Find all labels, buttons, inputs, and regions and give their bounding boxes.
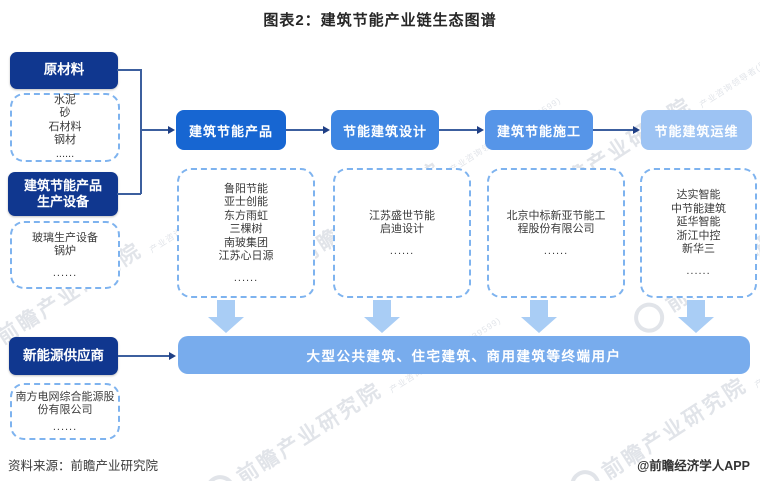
- ellipsis-label: ......: [543, 244, 569, 257]
- ring-logo-icon: [628, 296, 670, 339]
- ellipsis-label: ......: [52, 420, 78, 433]
- flow-box-operation: 节能建筑运维: [641, 110, 752, 150]
- ring-logo-icon: [199, 469, 241, 481]
- company-list: 北京中标新亚节能工程股份有限公司: [506, 209, 606, 236]
- down-arrow-icon: [208, 300, 244, 334]
- connector-line: [140, 129, 169, 131]
- company-box: 江苏盛世节能 启迪设计 ......: [333, 168, 471, 298]
- connector-line: [117, 193, 141, 195]
- raw-materials-box: 原材料: [10, 52, 118, 89]
- company-list: 江苏盛世节能 启迪设计: [369, 209, 435, 236]
- ellipsis-label: ......: [52, 266, 78, 279]
- arrowhead-icon: [323, 126, 330, 134]
- page-title: 图表2：建筑节能产业链生态图谱: [263, 12, 497, 29]
- flow-box-products: 建筑节能产品: [176, 110, 286, 150]
- arrowhead-icon: [168, 126, 175, 134]
- company-box: 北京中标新亚节能工程股份有限公司 ......: [487, 168, 625, 298]
- energy-supplier-list: 南方电网综合能源股份有限公司: [15, 390, 115, 417]
- raw-materials-list: 水泥 砂 石材料 钢材 ......: [48, 93, 82, 160]
- ellipsis-label: ......: [389, 244, 415, 257]
- connector-line: [286, 129, 324, 131]
- connector-line: [117, 69, 141, 71]
- arrowhead-icon: [477, 126, 484, 134]
- down-arrow-icon: [521, 300, 557, 334]
- ring-logo-icon: [564, 464, 606, 481]
- flow-box-design: 节能建筑设计: [331, 110, 439, 150]
- energy-supplier-list-box: 南方电网综合能源股份有限公司 ......: [10, 383, 120, 440]
- connector-line: [118, 355, 170, 357]
- arrowhead-icon: [169, 352, 176, 360]
- equipment-box: 建筑节能产品 生产设备: [8, 172, 118, 216]
- equipment-list-box: 玻璃生产设备 锅炉 ......: [10, 221, 120, 289]
- arrowhead-icon: [633, 126, 640, 134]
- watermark: 前瞻产业研究院 产业咨询领导者(股票:839599): [564, 294, 760, 481]
- source-note: 资料来源：前瞻产业研究院: [8, 459, 159, 473]
- end-users-box: 大型公共建筑、住宅建筑、商用建筑等终端用户: [178, 336, 750, 374]
- raw-materials-list-box: 水泥 砂 石材料 钢材 ......: [10, 93, 120, 162]
- ellipsis-label: ......: [686, 264, 711, 277]
- energy-supplier-box: 新能源供应商: [9, 337, 118, 375]
- down-arrow-icon: [678, 300, 714, 334]
- down-arrow-icon: [364, 300, 400, 334]
- connector-line: [140, 69, 142, 194]
- company-list: 达实智能 中节能建筑 延华智能 浙江中控 新华三: [671, 189, 726, 256]
- connector-line: [593, 129, 634, 131]
- company-list: 鲁阳节能 亚士创能 东方雨虹 三棵树 南玻集团 江苏心日源: [218, 182, 274, 263]
- credit-note: @前瞻经济学人APP: [637, 459, 750, 473]
- company-box: 鲁阳节能 亚士创能 东方雨虹 三棵树 南玻集团 江苏心日源 ......: [177, 168, 315, 298]
- watermark: 前瞻产业研究院 产业咨询领导者(股票:839599): [199, 299, 503, 481]
- ellipsis-label: ......: [233, 271, 259, 284]
- ring-logo-icon: [0, 329, 1, 371]
- equipment-list: 玻璃生产设备 锅炉: [32, 231, 98, 258]
- flow-box-construction: 建筑节能施工: [485, 110, 593, 150]
- company-box: 达实智能 中节能建筑 延华智能 浙江中控 新华三 ......: [640, 168, 757, 298]
- connector-line: [439, 129, 478, 131]
